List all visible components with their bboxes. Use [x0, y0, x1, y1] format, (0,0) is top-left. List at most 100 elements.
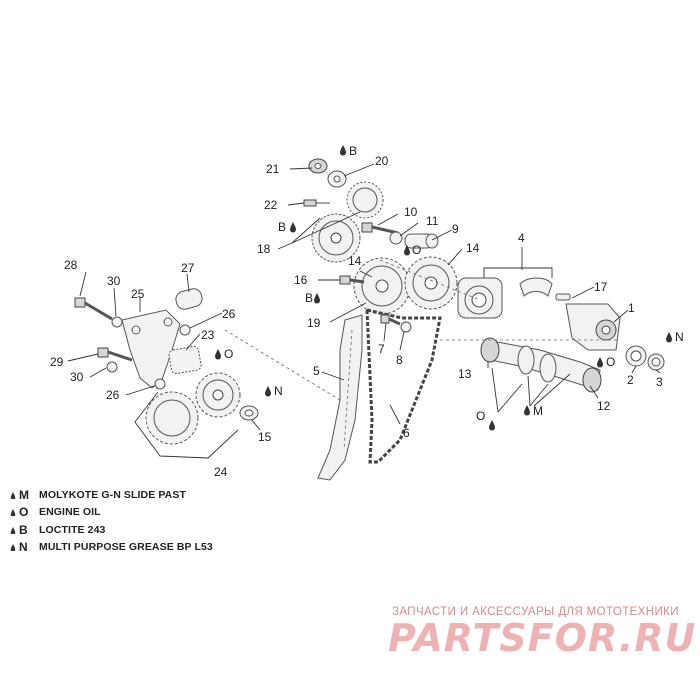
callout-24: 24: [214, 465, 228, 479]
marker-m-12: M: [533, 404, 543, 418]
watermark-subtitle: ЗАПЧАСТИ И АКСЕССУАРЫ ДЛЯ МОТОТЕХНИКИ: [392, 606, 679, 618]
marker-b-16: B: [305, 291, 313, 305]
callout-15: 15: [258, 430, 272, 444]
drop-icon: [10, 544, 16, 552]
callout-1: 1: [628, 301, 635, 315]
legend-row-o: O ENGINE OIL: [10, 504, 270, 522]
callout-12: 12: [597, 399, 611, 413]
callout-11: 11: [426, 214, 439, 228]
callout-29: 29: [50, 355, 64, 369]
callout-2: 2: [627, 373, 634, 387]
marker-drop-b-16: [314, 293, 320, 304]
callout-17: 17: [594, 280, 608, 294]
callout-7: 7: [378, 342, 385, 356]
drop-icon: [10, 526, 16, 534]
legend-code: N: [19, 540, 28, 555]
legend-row-m: M MOLYKOTE G-N SLIDE PAST: [10, 486, 270, 504]
callout-6: 6: [403, 426, 410, 440]
part-22-screw: [303, 199, 330, 207]
legend-row-b: B LOCTITE 243: [10, 521, 270, 539]
callout-30-bottom: 30: [70, 370, 84, 384]
marker-drop-m-12: [524, 405, 530, 416]
callout-25: 25: [131, 287, 145, 301]
legend-text: ENGINE OIL: [39, 506, 101, 519]
part-3-seal: [647, 353, 665, 371]
callout-27: 27: [181, 261, 195, 275]
marker-drop-o-13: [489, 420, 495, 431]
part-25-bracket: [121, 309, 181, 389]
part-30-washer-bottom: [106, 361, 118, 373]
callout-13: 13: [458, 367, 472, 381]
lubricant-legend: M MOLYKOTE G-N SLIDE PAST O ENGINE OIL B…: [10, 486, 270, 556]
part-5-chain-guide: [317, 314, 363, 481]
part-15-washer: [239, 405, 259, 421]
marker-o-1: O: [606, 355, 615, 369]
callout-4: 4: [518, 231, 525, 245]
part-14-sprocket-right: [404, 256, 458, 310]
part-2-bearing: [625, 345, 647, 367]
callout-28: 28: [64, 258, 78, 272]
legend-code: O: [19, 505, 29, 520]
part-7-bolt: [380, 314, 401, 326]
part-6-chain: [365, 308, 442, 464]
part-14-sprocket-left: [353, 257, 411, 315]
callout-19: 19: [307, 316, 321, 330]
part-27-pin: [175, 288, 203, 310]
part-8-washer: [400, 321, 412, 333]
part-26-washer-a: [179, 324, 191, 336]
marker-drop-o-1: [597, 357, 603, 368]
leader-lines: [67, 163, 661, 459]
part-20-washer: [327, 170, 347, 188]
callout-14-right: 14: [466, 241, 480, 255]
legend-text: MOLYKOTE G-N SLIDE PAST: [39, 488, 186, 501]
part-18-gear: [311, 213, 361, 263]
drop-icon: [10, 491, 16, 499]
marker-drop-o-23: [215, 349, 221, 360]
marker-o-13: O: [476, 409, 485, 423]
callout-26-top: 26: [222, 307, 236, 321]
callout-3: 3: [656, 375, 663, 389]
lubricant-markers: B B B O O O O N N M: [215, 144, 684, 431]
callout-21: 21: [266, 162, 280, 176]
callout-20: 20: [375, 154, 389, 168]
marker-o-23: O: [224, 347, 233, 361]
part-30-washer-top: [111, 316, 123, 328]
legend-text: MULTI PURPOSE GREASE BP L53: [39, 541, 213, 554]
marker-o-11: O: [412, 243, 421, 257]
callout-22: 22: [264, 198, 278, 212]
marker-drop-n-15: [265, 386, 271, 397]
part-24-gear-small: [195, 372, 241, 418]
marker-b-top: B: [349, 144, 357, 158]
callout-30-top: 30: [107, 274, 121, 288]
callout-14-left: 14: [348, 254, 362, 268]
callout-26-bottom: 26: [106, 388, 120, 402]
callout-numbers: 21 20 22 18 10 11 9 14 14 16 19 4 17 1 2…: [50, 154, 663, 479]
callout-9: 9: [452, 222, 459, 236]
part-21-nut: [308, 158, 328, 174]
legend-code: B: [19, 522, 28, 537]
watermark-logo: PARTSFOR.RU: [388, 616, 697, 660]
part-1-pump: [565, 303, 621, 351]
marker-drop-n-1: [666, 332, 672, 343]
construction-line-1: [224, 329, 341, 401]
legend-row-n: N MULTI PURPOSE GREASE BP L53: [10, 539, 270, 557]
part-11-washer: [389, 231, 403, 245]
part-23-needle-bearing: [168, 345, 202, 375]
part-4-shell-bearings: [519, 277, 553, 297]
callout-10: 10: [404, 205, 418, 219]
part-12-camshaft: [480, 337, 602, 393]
marker-n-15: N: [274, 384, 283, 398]
legend-code: M: [19, 487, 29, 502]
callout-5: 5: [313, 364, 320, 378]
marker-drop-b-top: [340, 145, 346, 156]
callout-16: 16: [294, 273, 308, 287]
part-28-bolt: [74, 297, 113, 321]
marker-n-1: N: [675, 330, 684, 344]
part-17-pin: [555, 293, 571, 301]
callout-23: 23: [201, 328, 215, 342]
callout-18: 18: [257, 242, 271, 256]
part-10-bolt: [361, 222, 399, 235]
drop-icon: [10, 509, 16, 517]
part-29-bolt: [97, 347, 133, 362]
